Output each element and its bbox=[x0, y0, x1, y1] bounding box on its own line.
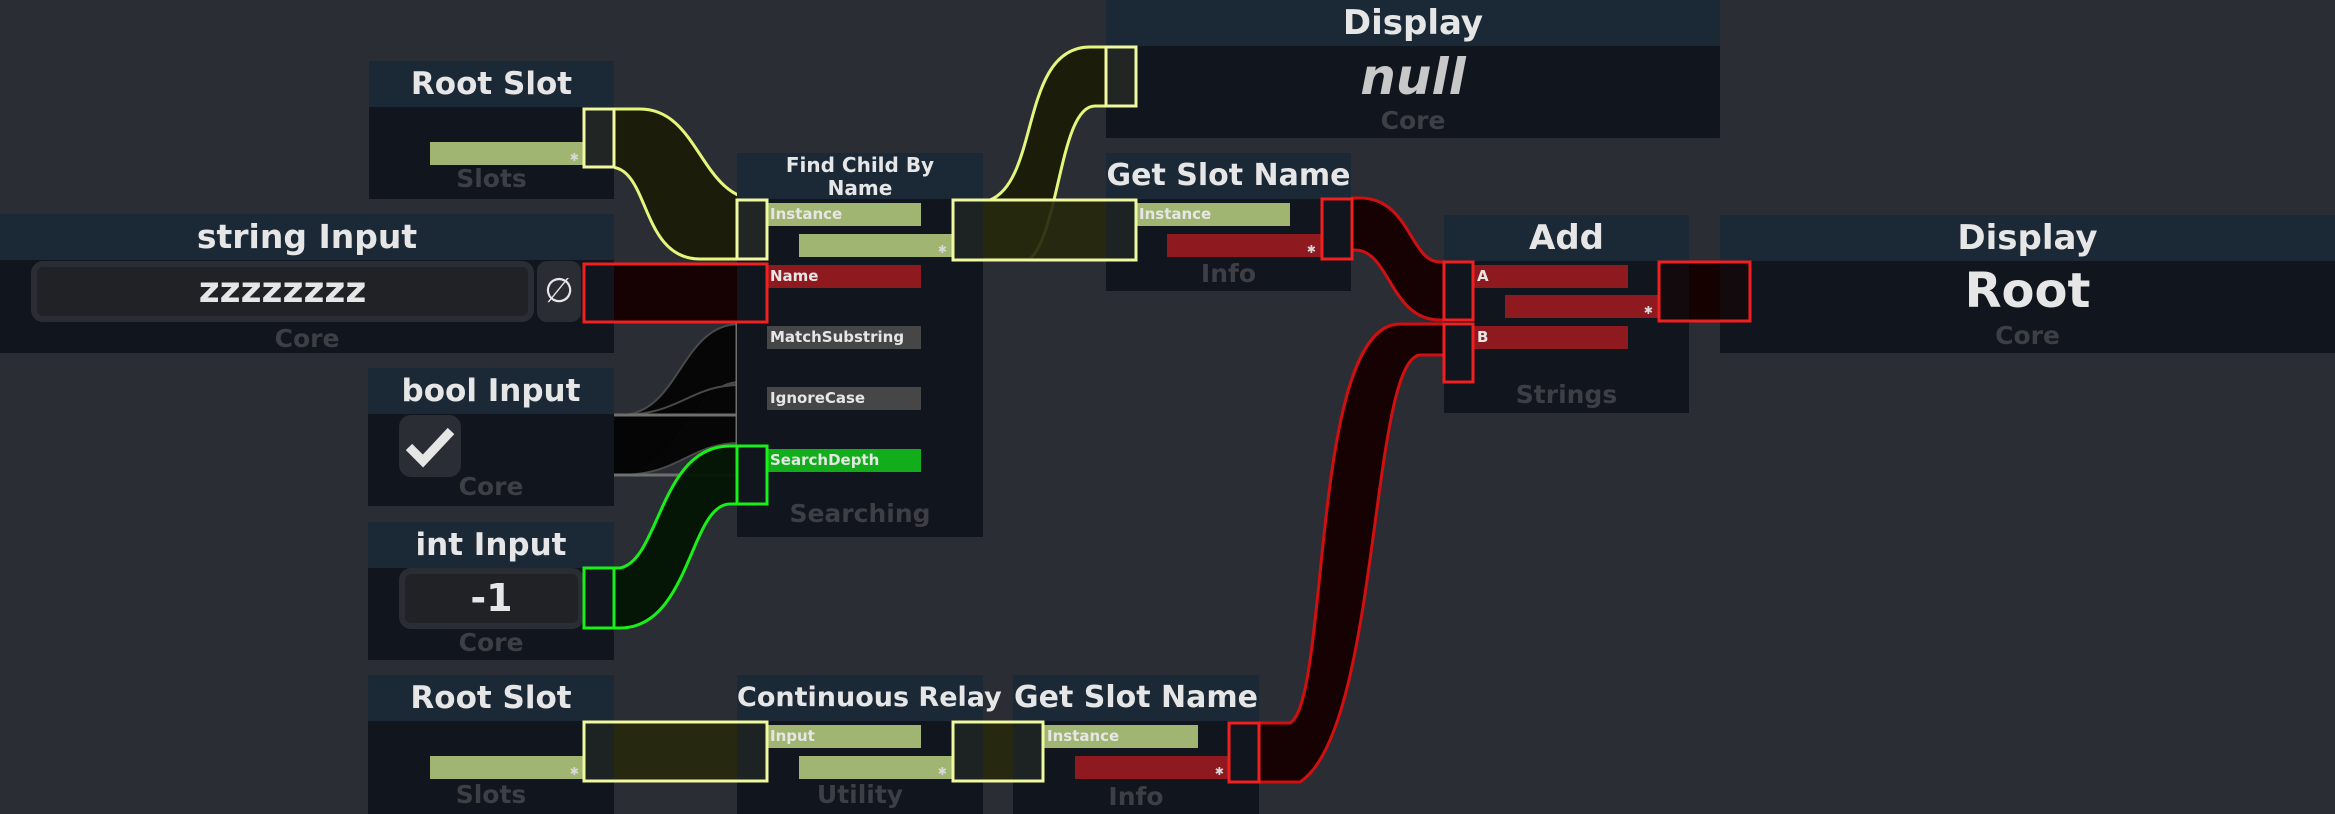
bool-checkbox[interactable] bbox=[399, 415, 461, 477]
node-display-root[interactable]: Display Root Core bbox=[1720, 215, 2335, 353]
input-instance[interactable]: Instance bbox=[767, 203, 921, 226]
node-category: Slots bbox=[455, 780, 527, 809]
input-a[interactable]: A bbox=[1474, 265, 1628, 288]
node-title: Add bbox=[1444, 215, 1689, 261]
asterisk-icon: ✱ bbox=[1643, 304, 1653, 317]
input-ignorecase[interactable]: IgnoreCase bbox=[767, 387, 921, 410]
node-title: Get Slot Name bbox=[1013, 675, 1259, 721]
node-title: Display bbox=[1720, 215, 2335, 261]
output-string[interactable]: ✱ bbox=[1167, 234, 1322, 257]
display-value: null bbox=[1360, 48, 1466, 106]
node-add[interactable]: Add A ✱ B Strings bbox=[1444, 215, 1689, 413]
null-button[interactable]: ∅ bbox=[537, 261, 581, 322]
node-find-child-by-name[interactable]: Find Child By Name Instance ✱ Name Match… bbox=[737, 153, 983, 537]
node-title: Get Slot Name bbox=[1106, 153, 1351, 199]
node-title: Root Slot bbox=[369, 61, 614, 107]
node-string-input[interactable]: string Input zzzzzzzz ∅ Core bbox=[0, 214, 614, 353]
node-bool-input[interactable]: bool Input Core bbox=[368, 368, 614, 506]
input-input[interactable]: Input bbox=[767, 725, 921, 748]
asterisk-icon: ✱ bbox=[569, 151, 579, 164]
input-b[interactable]: B bbox=[1474, 326, 1628, 349]
node-category: Core bbox=[458, 628, 524, 657]
node-get-slot-name-top[interactable]: Get Slot Name Instance ✱ Info bbox=[1106, 153, 1351, 291]
input-searchdepth[interactable]: SearchDepth bbox=[767, 449, 921, 472]
node-category: Core bbox=[274, 324, 340, 353]
node-category: Strings bbox=[1515, 380, 1618, 409]
node-root-slot-top[interactable]: Root Slot ✱ Slots bbox=[369, 61, 614, 199]
node-category: Slots bbox=[456, 164, 527, 193]
int-value-input[interactable]: -1 bbox=[399, 568, 584, 629]
string-value-input[interactable]: zzzzzzzz bbox=[31, 261, 534, 322]
node-continuous-relay[interactable]: Continuous Relay Input ✱ Utility bbox=[737, 675, 1002, 814]
output-string[interactable]: ✱ bbox=[1075, 756, 1230, 779]
node-display-null[interactable]: Display null Core bbox=[1106, 0, 1720, 138]
node-title: Find Child By Name bbox=[737, 153, 983, 200]
input-instance[interactable]: Instance bbox=[1136, 203, 1290, 226]
node-title: Continuous Relay bbox=[737, 675, 1002, 721]
output-slot[interactable]: ✱ bbox=[430, 756, 585, 779]
node-root-slot-bottom[interactable]: Root Slot ✱ Slots bbox=[368, 675, 614, 814]
node-category: Core bbox=[1380, 106, 1446, 135]
node-category: Info bbox=[1108, 782, 1164, 811]
node-category: Utility bbox=[816, 780, 904, 809]
node-title: Display bbox=[1106, 0, 1720, 46]
node-category: Core bbox=[1995, 321, 2060, 350]
node-title: int Input bbox=[368, 522, 614, 568]
asterisk-icon: ✱ bbox=[569, 765, 579, 778]
display-value: Root bbox=[1964, 263, 2091, 319]
output-slot[interactable]: ✱ bbox=[430, 142, 585, 165]
node-title: string Input bbox=[0, 214, 614, 260]
asterisk-icon: ✱ bbox=[1214, 765, 1224, 778]
checkmark-icon bbox=[405, 427, 455, 468]
node-category: Info bbox=[1200, 259, 1257, 288]
node-title: Root Slot bbox=[368, 675, 614, 721]
wire-string-getslotname-to-add-b bbox=[1227, 322, 1475, 784]
node-title: bool Input bbox=[368, 368, 614, 414]
node-category: Searching bbox=[789, 499, 931, 528]
asterisk-icon: ✱ bbox=[1306, 243, 1316, 256]
input-matchsubstring[interactable]: MatchSubstring bbox=[767, 326, 921, 349]
node-category: Core bbox=[458, 472, 524, 501]
node-int-input[interactable]: int Input -1 Core bbox=[368, 522, 614, 660]
output-string[interactable]: ✱ bbox=[1505, 295, 1659, 318]
asterisk-icon: ✱ bbox=[937, 243, 947, 256]
input-instance[interactable]: Instance bbox=[1044, 725, 1198, 748]
asterisk-icon: ✱ bbox=[937, 765, 947, 778]
output-slot[interactable]: ✱ bbox=[799, 756, 953, 779]
output-slot[interactable]: ✱ bbox=[799, 234, 953, 257]
node-get-slot-name-bottom[interactable]: Get Slot Name Instance ✱ Info bbox=[1013, 675, 1259, 814]
input-name[interactable]: Name bbox=[767, 265, 921, 288]
